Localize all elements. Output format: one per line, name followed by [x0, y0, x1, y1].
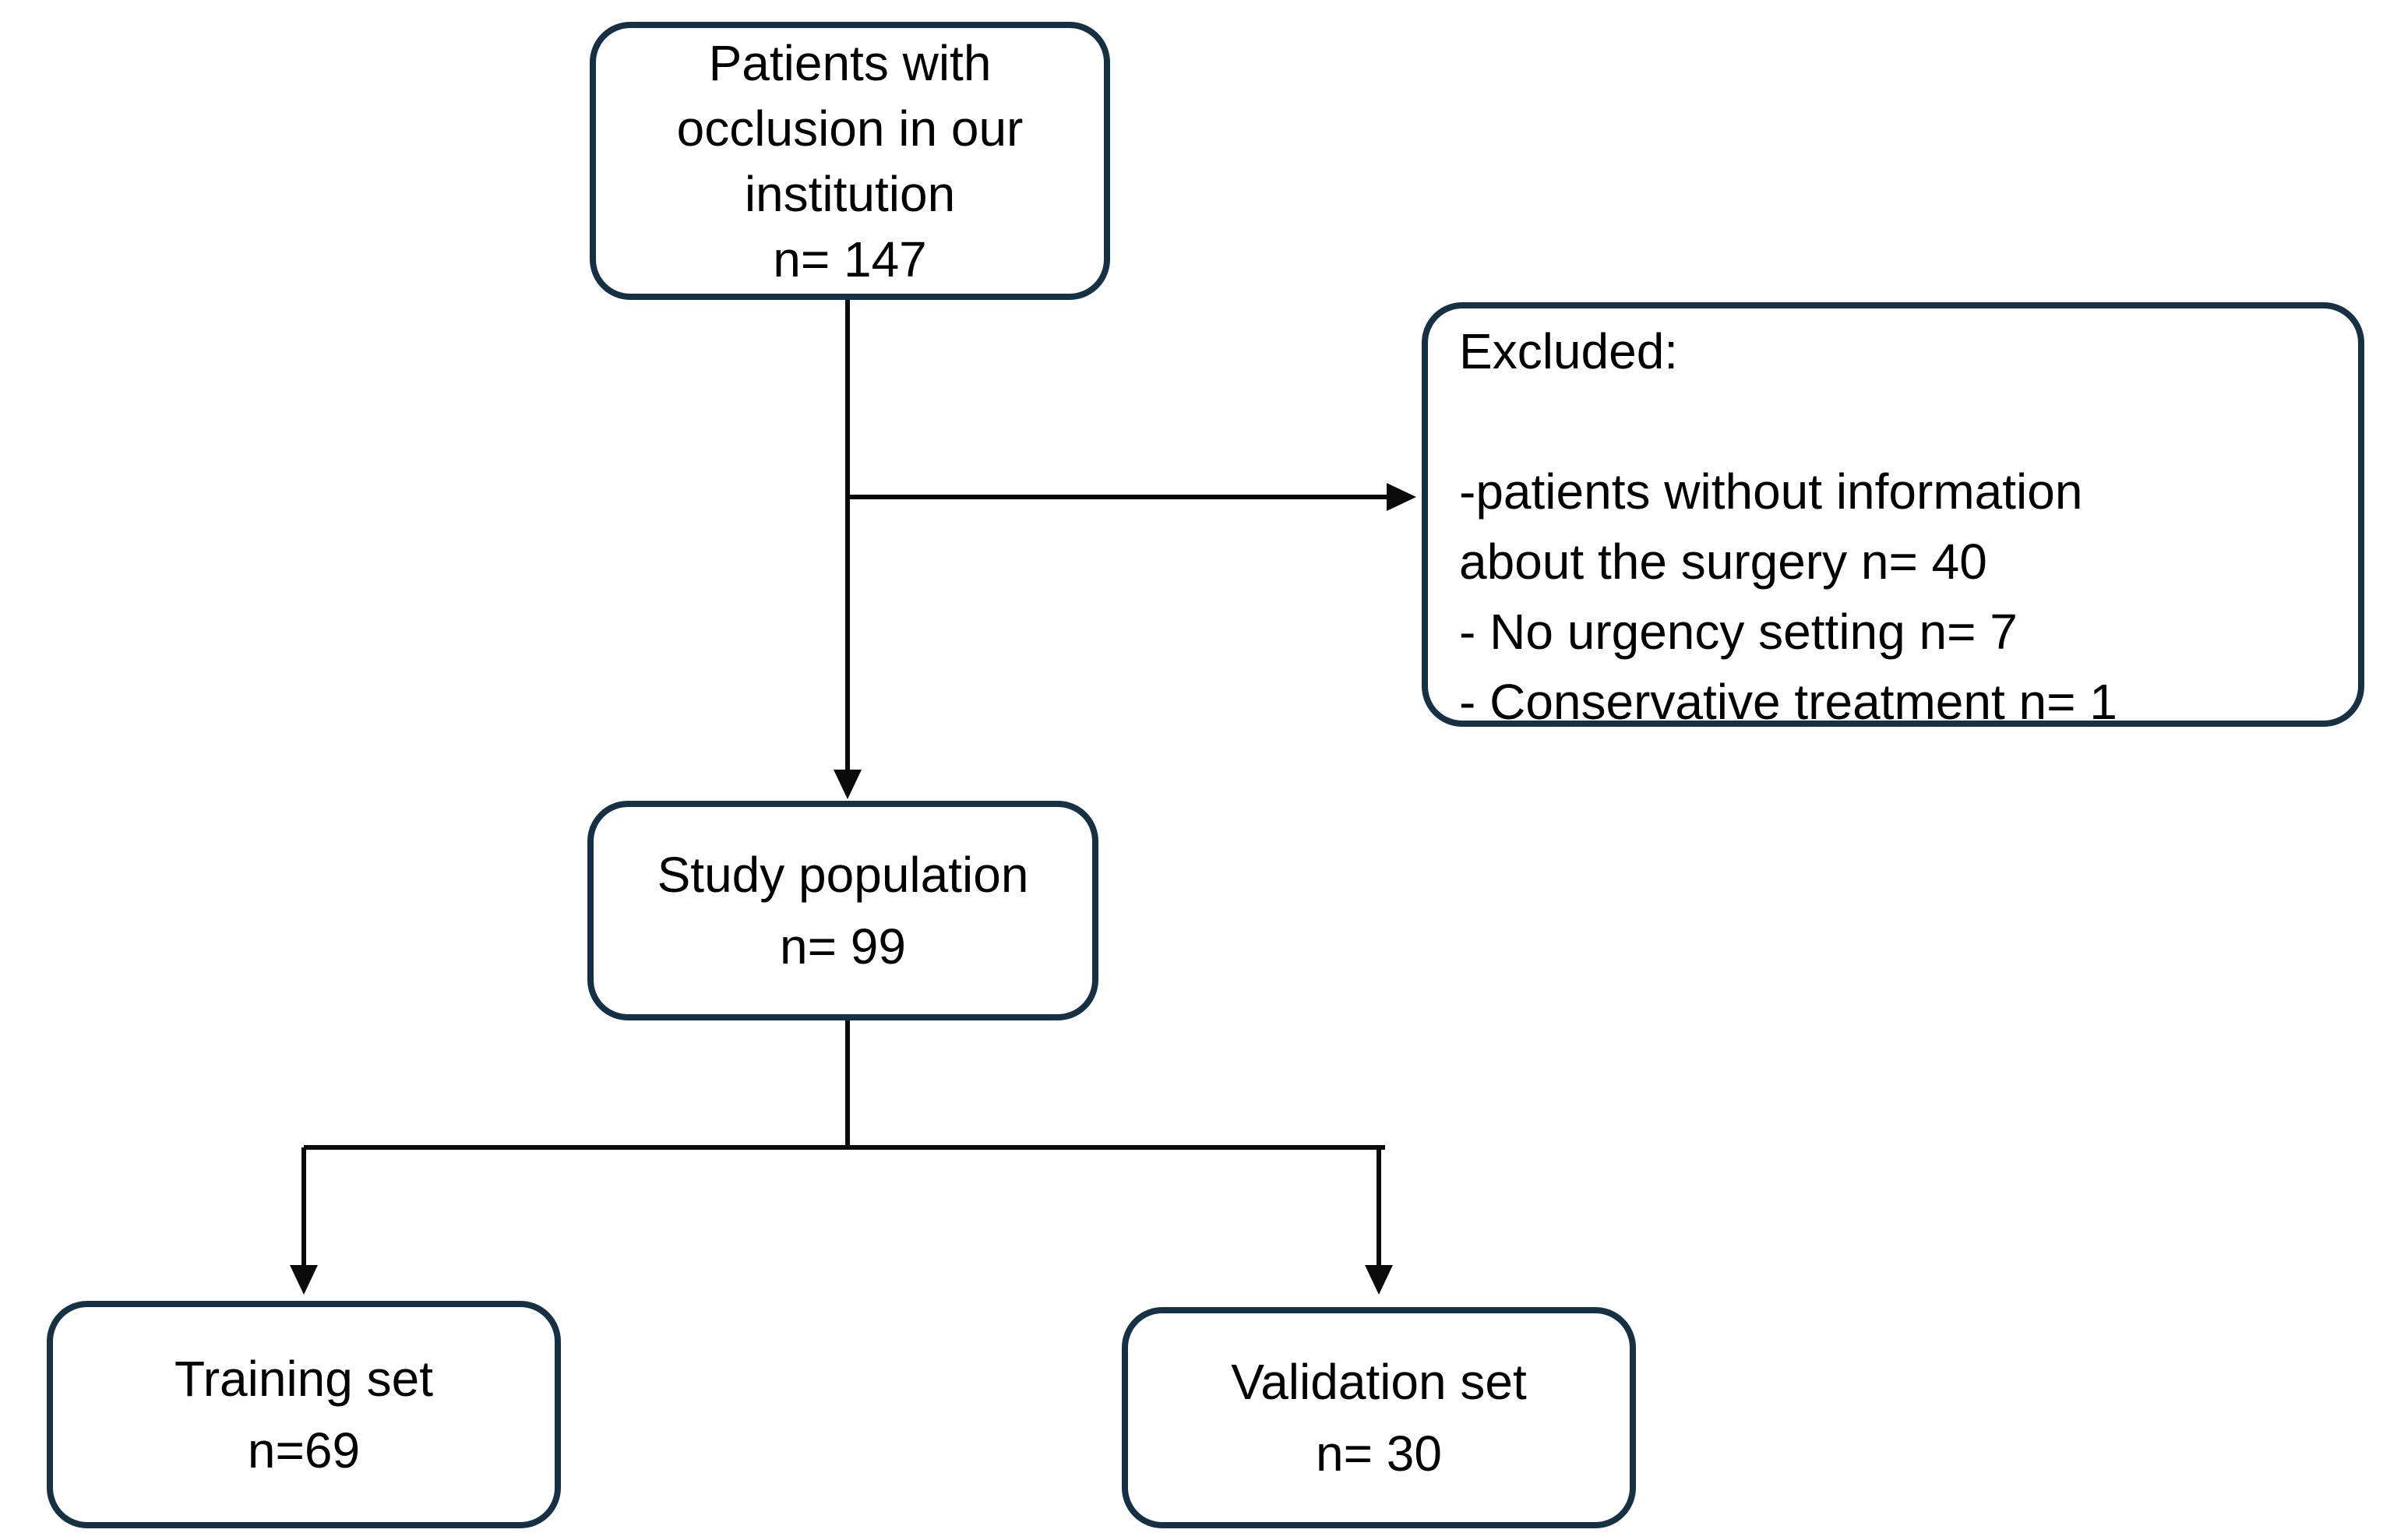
arrowhead-down-validation-icon: [1365, 1265, 1393, 1295]
box-training-set: Training set n=69: [47, 1301, 561, 1528]
arrowhead-right-excluded-icon: [1387, 483, 1416, 511]
box-training-count: n=69: [247, 1422, 361, 1478]
box-patients-source: Patients with occlusion in our instituti…: [590, 22, 1110, 300]
box-validation-line: Validation set: [1231, 1354, 1527, 1410]
box-source-line: occlusion in our: [676, 100, 1024, 157]
arrowhead-down-study-icon: [834, 770, 862, 799]
box-source-line: Patients with: [708, 34, 992, 91]
box-source-count: n= 147: [773, 231, 927, 287]
box-validation-count: n= 30: [1316, 1425, 1442, 1482]
box-source-line: institution: [744, 165, 956, 222]
box-validation-set: Validation set n= 30: [1122, 1307, 1636, 1528]
box-excluded-heading: Excluded:: [1459, 323, 1679, 379]
box-training-line: Training set: [174, 1351, 433, 1407]
box-excluded-reason: - Conservative treatment n= 1: [1459, 674, 2117, 730]
arrowhead-down-training-icon: [290, 1265, 318, 1295]
box-excluded: Excluded: -patients without information …: [1422, 302, 2364, 730]
box-excluded-reason: about the surgery n= 40: [1459, 534, 1987, 590]
box-excluded-reason: -patients without information: [1459, 463, 2083, 520]
box-study-count: n= 99: [780, 918, 906, 974]
box-study-population: Study population n= 99: [587, 801, 1098, 1020]
box-study-line: Study population: [657, 847, 1029, 903]
box-excluded-reason: - No urgency setting n= 7: [1459, 604, 2018, 660]
